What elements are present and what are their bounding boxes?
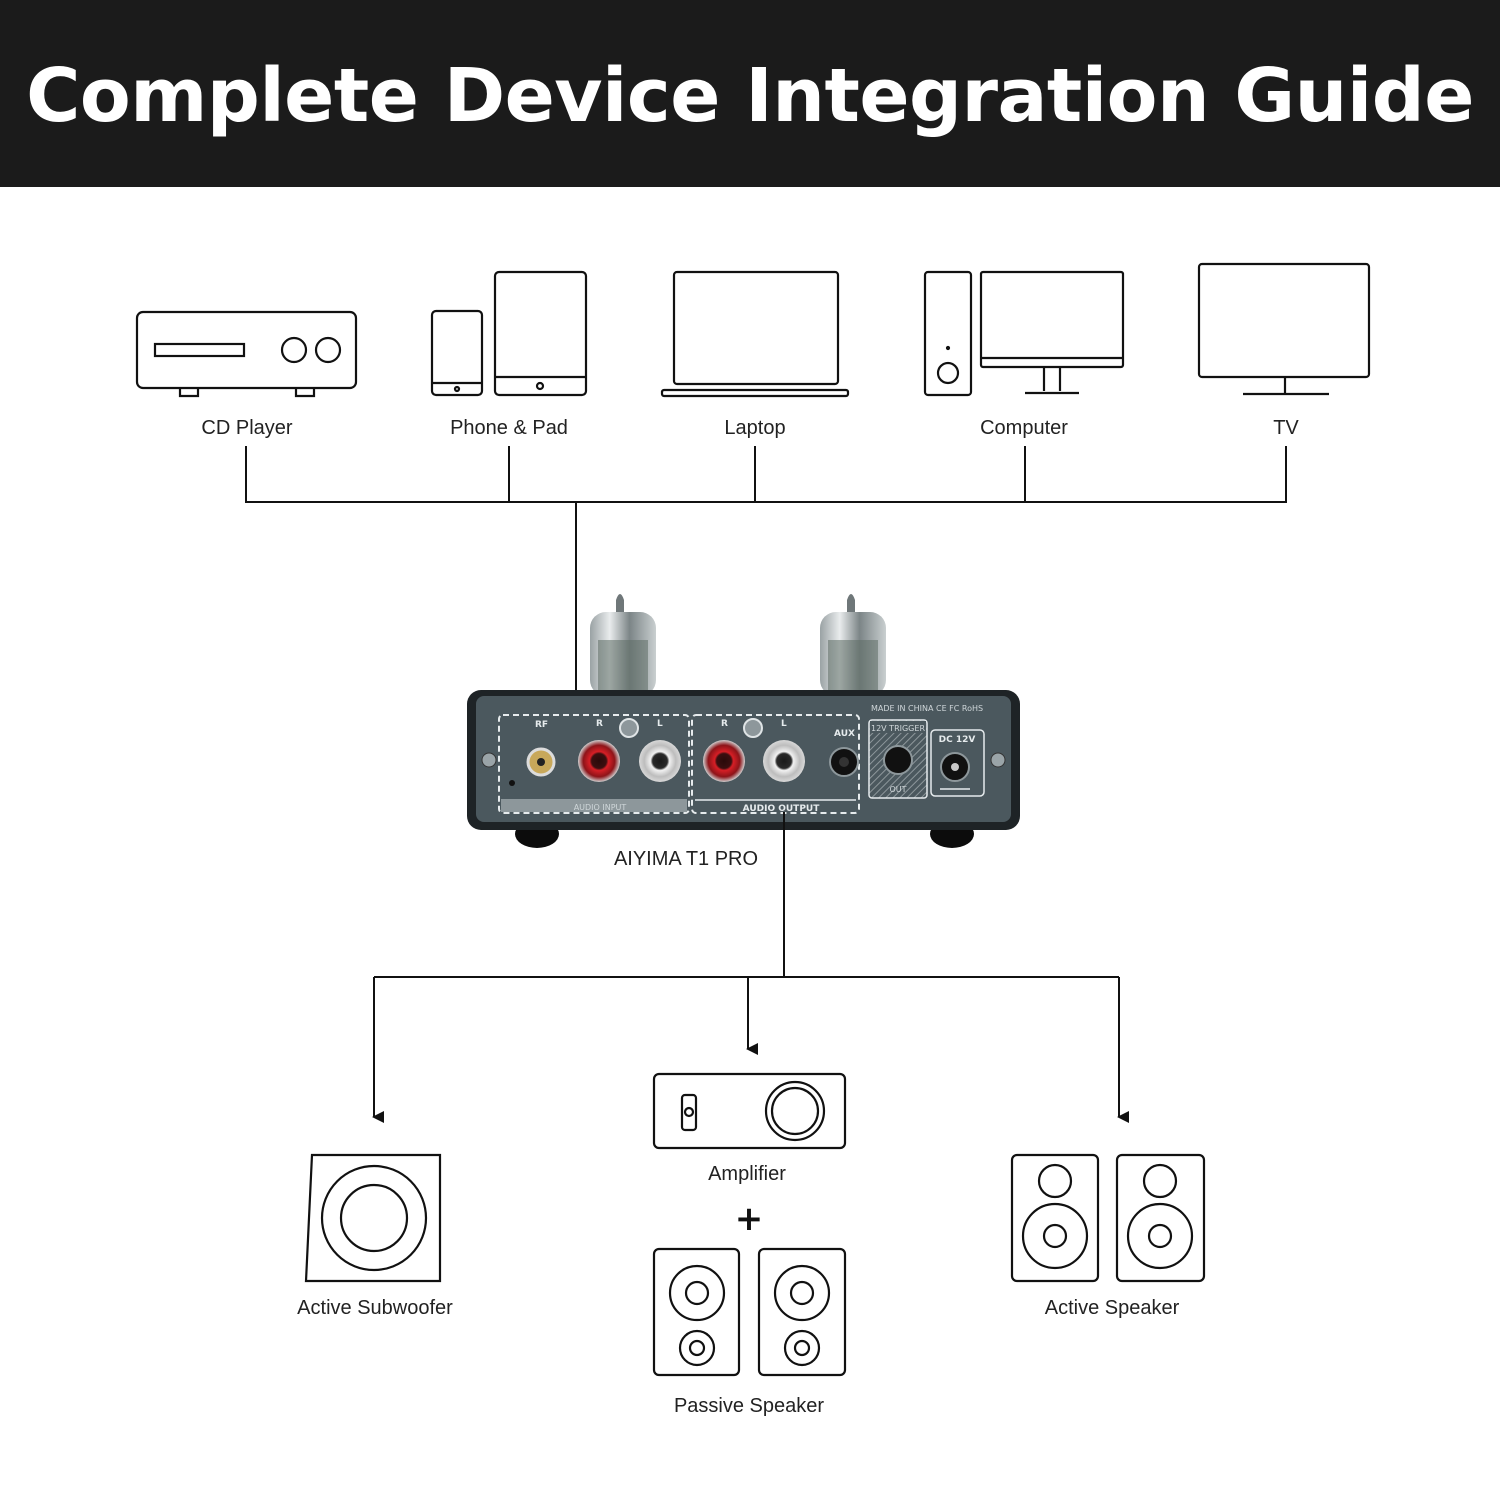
source-label-phone-pad: Phone & Pad [450,417,568,439]
output-label-amplifier: Amplifier [708,1163,786,1185]
panel-made-in-label: MADE IN CHINA [871,704,934,713]
plus-sign: + [735,1199,764,1239]
page-title: Complete Device Integration Guide [26,53,1474,139]
vacuum-tube-right [820,594,886,696]
panel-input-l-label: L [657,719,663,729]
preamp-device: RF R L R L AUX MADE IN CHINA CE FC RoHS … [467,594,1020,848]
subwoofer-icon [304,1153,442,1283]
phone-pad-icon [430,270,588,397]
panel-rf-label: RF [535,720,548,730]
active-speaker-icon [1010,1153,1206,1283]
panel-output-l-label: L [781,719,787,729]
device-name-label: AIYIMA T1 PRO [614,848,758,870]
source-label-laptop: Laptop [724,417,785,439]
panel-aux-label: AUX [834,729,855,739]
cd-player-icon [135,310,358,398]
panel-dc-label: DC 12V [939,735,976,745]
tv-icon [1197,262,1371,396]
computer-icon [923,270,1125,397]
passive-speaker-icon [652,1247,847,1377]
output-wiring [372,812,1129,1123]
vacuum-tube-left [590,594,656,696]
source-label-tv: TV [1273,417,1299,439]
output-label-passive-speaker: Passive Speaker [674,1395,824,1417]
source-label-computer: Computer [980,417,1068,439]
output-label-subwoofer: Active Subwoofer [297,1297,453,1319]
panel-trigger-out-label: OUT [889,785,906,794]
input-wiring [245,446,1287,716]
panel-audio-output-label: AUDIO OUTPUT [743,804,821,814]
panel-output-r-label: R [721,719,728,729]
panel-cert-label: CE FC RoHS [936,704,983,713]
panel-trigger-label: 12V TRIGGER [871,724,925,733]
panel-audio-input-label: AUDIO INPUT [574,803,627,812]
amplifier-icon [652,1072,847,1150]
header-bar: Complete Device Integration Guide [0,0,1500,187]
laptop-icon [660,270,850,398]
source-label-cd-player: CD Player [201,417,292,439]
output-label-active-speaker: Active Speaker [1045,1297,1180,1319]
panel-input-r-label: R [596,719,603,729]
